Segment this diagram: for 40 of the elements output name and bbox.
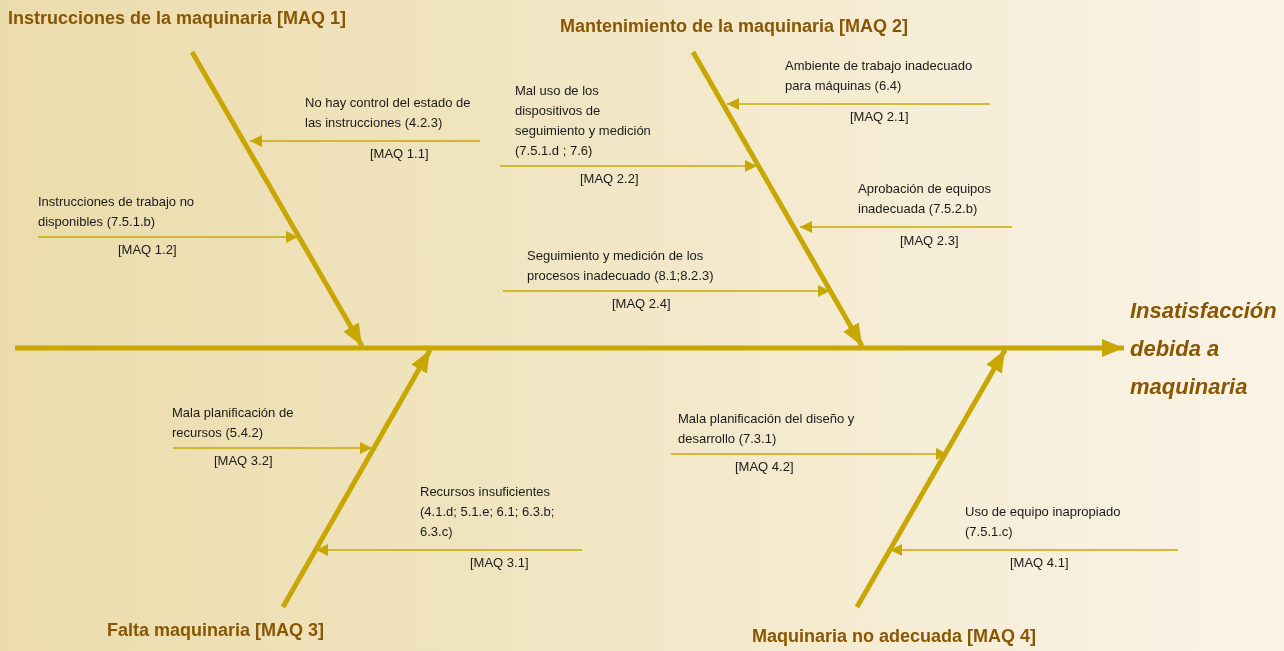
cause-text: Mal uso de los dispositivos de seguimiento y medición (7.5.1.d ; 7.6) bbox=[515, 81, 665, 161]
reference-label: [MAQ 2.3] bbox=[900, 233, 959, 248]
arrow bbox=[280, 348, 433, 609]
reference-label: [MAQ 2.4] bbox=[612, 296, 671, 311]
cause-text: Mala planificación de recursos (5.4.2) bbox=[172, 403, 294, 443]
category-heading: Falta maquinaria [MAQ 3] bbox=[107, 620, 325, 641]
category-heading: Instrucciones de la maquinaria [MAQ 1] bbox=[8, 8, 347, 29]
reference-label: [MAQ 3.1] bbox=[470, 555, 529, 570]
arrow bbox=[889, 544, 1179, 556]
arrow bbox=[799, 221, 1013, 233]
reference-label: [MAQ 1.2] bbox=[118, 242, 177, 257]
cause-text: Aprobación de equipos inadecuada (7.5.2.b) bbox=[858, 179, 1008, 219]
cause-text: Recursos insuficientes (4.1.d; 5.1.e; 6.1; 6.3.b; 6.3.c) bbox=[420, 482, 578, 542]
reference-label: [MAQ 4.1] bbox=[1010, 555, 1069, 570]
arrow bbox=[15, 339, 1124, 357]
arrow bbox=[189, 50, 365, 348]
arrow bbox=[502, 285, 831, 297]
reference-label: [MAQ 2.1] bbox=[850, 109, 909, 124]
cause-text: Uso de equipo inapropiado (7.5.1.c) bbox=[965, 502, 1145, 542]
cause-text: Instrucciones de trabajo no disponibles (7.5.1.b) bbox=[38, 192, 218, 232]
reference-label: [MAQ 4.2] bbox=[735, 459, 794, 474]
arrow bbox=[726, 98, 991, 110]
reference-label: [MAQ 2.2] bbox=[580, 171, 639, 186]
reference-label: [MAQ 3.2] bbox=[214, 453, 273, 468]
arrow bbox=[37, 231, 299, 243]
cause-text: Mala planificación del diseño y desarrollo (7.3.1) bbox=[678, 409, 883, 449]
reference-label: [MAQ 1.1] bbox=[370, 146, 429, 161]
effect-heading: Insatisfacción debida a maquinaria bbox=[1130, 292, 1280, 406]
arrow bbox=[854, 348, 1008, 609]
arrow bbox=[172, 442, 373, 454]
cause-text: No hay control del estado de las instrucciones (4.2.3) bbox=[305, 93, 475, 133]
arrow bbox=[670, 448, 949, 460]
category-heading: Mantenimiento de la maquinaria [MAQ 2] bbox=[560, 16, 909, 37]
category-heading: Maquinaria no adecuada [MAQ 4] bbox=[752, 626, 1037, 647]
arrow bbox=[249, 135, 481, 147]
arrow bbox=[499, 160, 758, 172]
cause-text: Seguimiento y medición de los procesos inadecuado (8.1;8.2.3) bbox=[527, 246, 727, 286]
cause-text: Ambiente de trabajo inadecuado para máquinas (6.4) bbox=[785, 56, 980, 96]
arrow bbox=[690, 50, 865, 348]
arrow bbox=[315, 544, 583, 556]
